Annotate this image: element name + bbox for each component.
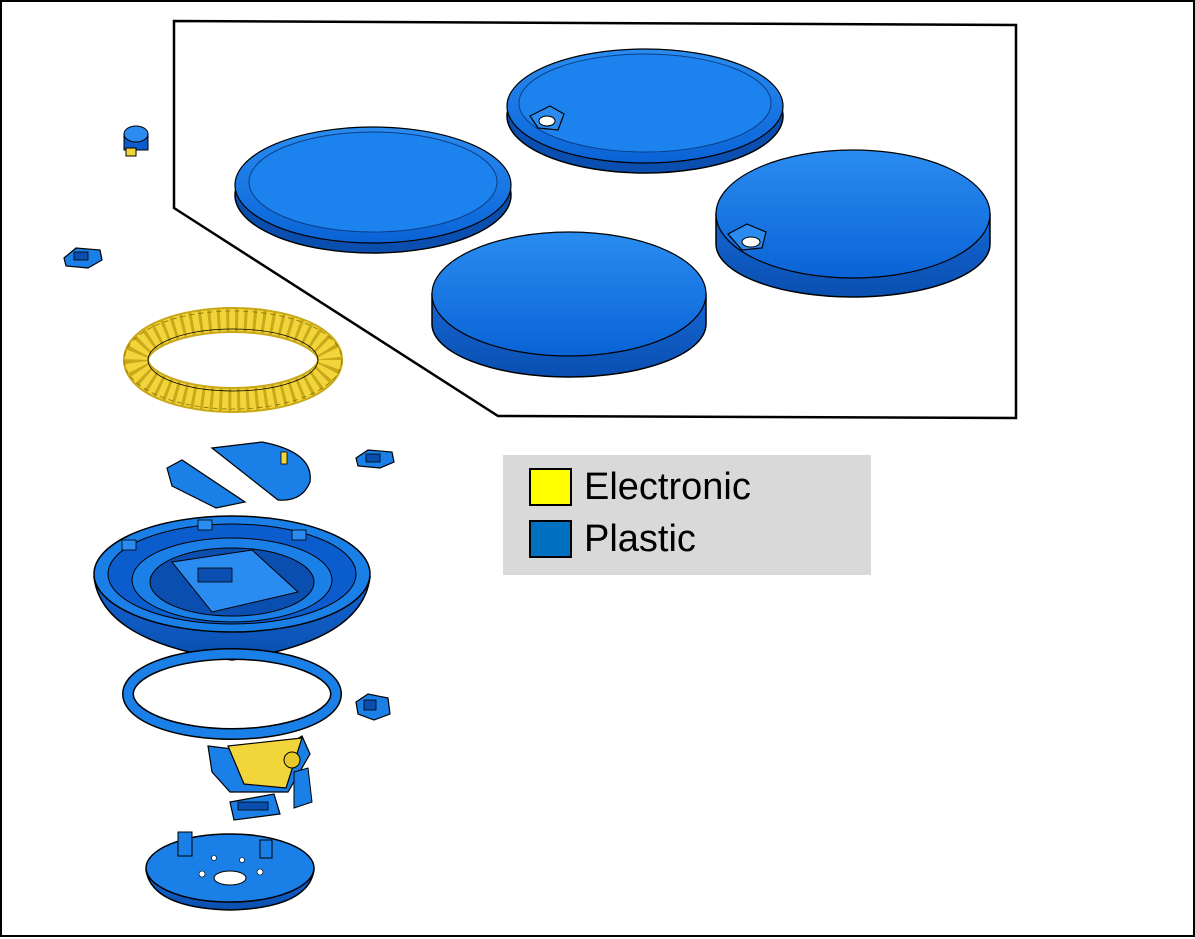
main-housing bbox=[93, 515, 371, 661]
callout-outline bbox=[172, 19, 1018, 420]
legend-item-electronic: Electronic bbox=[529, 467, 751, 507]
clip-part-1 bbox=[63, 247, 103, 269]
half-disc-plates bbox=[166, 441, 311, 509]
legend-label-electronic: Electronic bbox=[584, 466, 751, 508]
cover-variant-2 bbox=[506, 48, 784, 174]
cover-variant-1 bbox=[234, 126, 512, 254]
legend-swatch-electronic bbox=[529, 468, 572, 506]
base-plate bbox=[145, 831, 315, 911]
button-part bbox=[123, 125, 149, 157]
cover-variant-3 bbox=[431, 231, 707, 378]
clip-part-2 bbox=[355, 449, 395, 469]
legend-swatch-plastic bbox=[529, 520, 572, 558]
legend: Electronic Plastic bbox=[503, 455, 871, 575]
legend-label-plastic: Plastic bbox=[584, 518, 696, 560]
electronic-board bbox=[207, 735, 313, 821]
thin-ring bbox=[122, 648, 342, 740]
led-ring-electronic bbox=[123, 307, 343, 413]
legend-item-plastic: Plastic bbox=[529, 519, 696, 559]
clip-part-3 bbox=[355, 693, 391, 721]
cover-variant-4 bbox=[715, 149, 991, 298]
